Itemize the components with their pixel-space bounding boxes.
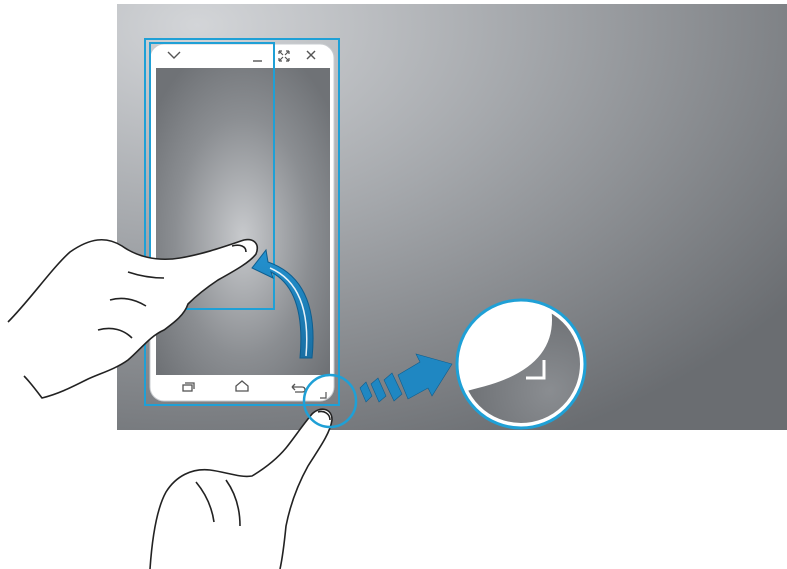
bottom-hand-illustration xyxy=(150,409,332,569)
